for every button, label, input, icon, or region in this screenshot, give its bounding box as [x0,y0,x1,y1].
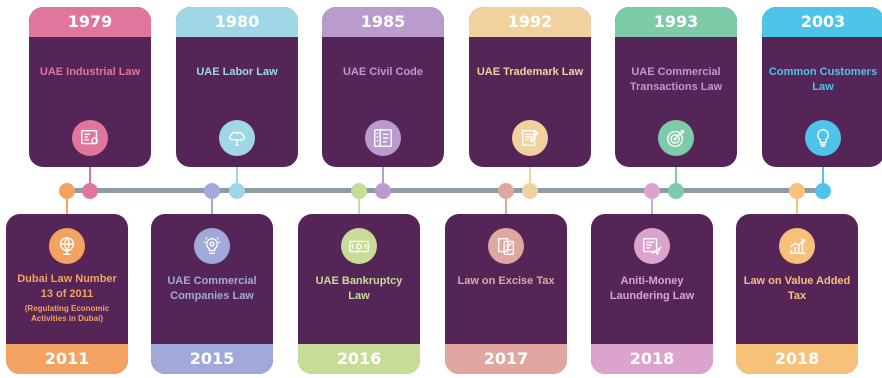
timeline-dot-2015 [204,183,220,199]
event-label: Common Customers Law [768,66,878,93]
stem-1985 [382,167,384,183]
stem-1979 [89,167,91,183]
event-label: UAE Civil Code [342,66,424,78]
event-label: UAE Labor Law [196,66,278,78]
paper-plane-document-icon [634,228,670,264]
event-label-group: Dubai Law Number 13 of 2011 (Regulating … [12,272,122,324]
calculator-document-icon [365,120,401,156]
event-card-1980: 1980 UAE Labor Law [176,7,298,167]
event-year: 2016 [298,344,420,374]
event-label: Law on Value Added Tax [743,275,851,302]
event-label: UAE Bankruptcy Law [315,275,403,302]
event-year: 2018 [591,344,713,374]
target-icon [658,120,694,156]
stem-2011 [66,199,68,214]
event-label: Aniti-Money Laundering Law [609,275,695,302]
event-card-1985: 1985 UAE Civil Code [322,7,444,167]
stem-2016 [358,199,360,214]
stem-2018-aml [651,199,653,214]
event-label: UAE Industrial Law [39,66,141,78]
event-card-2016: 2016 UAE Bankruptcy Law [298,214,420,374]
lightbulb-gear-icon [194,228,230,264]
event-card-2018-vat: 2018 Law on Value Added Tax [736,214,858,374]
timeline-dot-2003 [815,183,831,199]
timeline-dot-2018-aml [644,183,660,199]
document-map-icon [72,120,108,156]
document-pen-icon [512,120,548,156]
event-label: UAE Commercial Transactions Law [629,66,723,93]
globe-network-icon [49,228,85,264]
timeline-dot-2018-vat [789,183,805,199]
lightbulb-icon [805,120,841,156]
event-year: 1985 [322,7,444,37]
growth-chart-icon [779,228,815,264]
event-card-2003: 2003 Common Customers Law [762,7,882,167]
event-year: 2011 [6,344,128,374]
timeline-bar [66,188,824,193]
event-year: 2017 [445,344,567,374]
stem-1992 [529,167,531,183]
stem-2018-vat [796,199,798,214]
event-year: 2015 [151,344,273,374]
stem-2003 [822,167,824,183]
checklist-icon [488,228,524,264]
event-card-2011: 2011 Dubai Law Number 13 of 2011 (Regula… [6,214,128,374]
event-card-1993: 1993 UAE Commercial Transactions Law [615,7,737,167]
event-year: 1993 [615,7,737,37]
event-year: 2018 [736,344,858,374]
timeline-dot-2017 [498,183,514,199]
event-label: Dubai Law Number 13 of 2011 [17,273,117,300]
stem-1993 [675,167,677,183]
event-note: (Regulating Economic Activities in Dubai… [24,304,110,323]
timeline-dot-1979 [82,183,98,199]
event-year: 2003 [762,7,882,37]
event-label: Law on Excise Tax [457,275,555,287]
event-year: 1980 [176,7,298,37]
event-card-2017: 2017 Law on Excise Tax [445,214,567,374]
event-card-1992: 1992 UAE Trademark Law [469,7,591,167]
timeline-dot-1993 [668,183,684,199]
event-card-2018-aml: 2018 Aniti-Money Laundering Law [591,214,713,374]
event-card-2015: 2015 UAE Commercial Companies Law [151,214,273,374]
timeline-dot-2016 [351,183,367,199]
stem-2015 [211,199,213,214]
banknote-icon [341,228,377,264]
stem-1980 [236,167,238,183]
timeline-dot-1992 [522,183,538,199]
event-label: UAE Commercial Companies Law [167,275,257,302]
brain-gear-icon [219,120,255,156]
event-label: UAE Trademark Law [476,66,584,78]
stem-2017 [505,199,507,214]
timeline-dot-1985 [375,183,391,199]
event-year: 1992 [469,7,591,37]
event-year: 1979 [29,7,151,37]
event-card-1979: 1979 UAE Industrial Law [29,7,151,167]
timeline-dot-1980 [229,183,245,199]
timeline-dot-2011 [59,183,75,199]
